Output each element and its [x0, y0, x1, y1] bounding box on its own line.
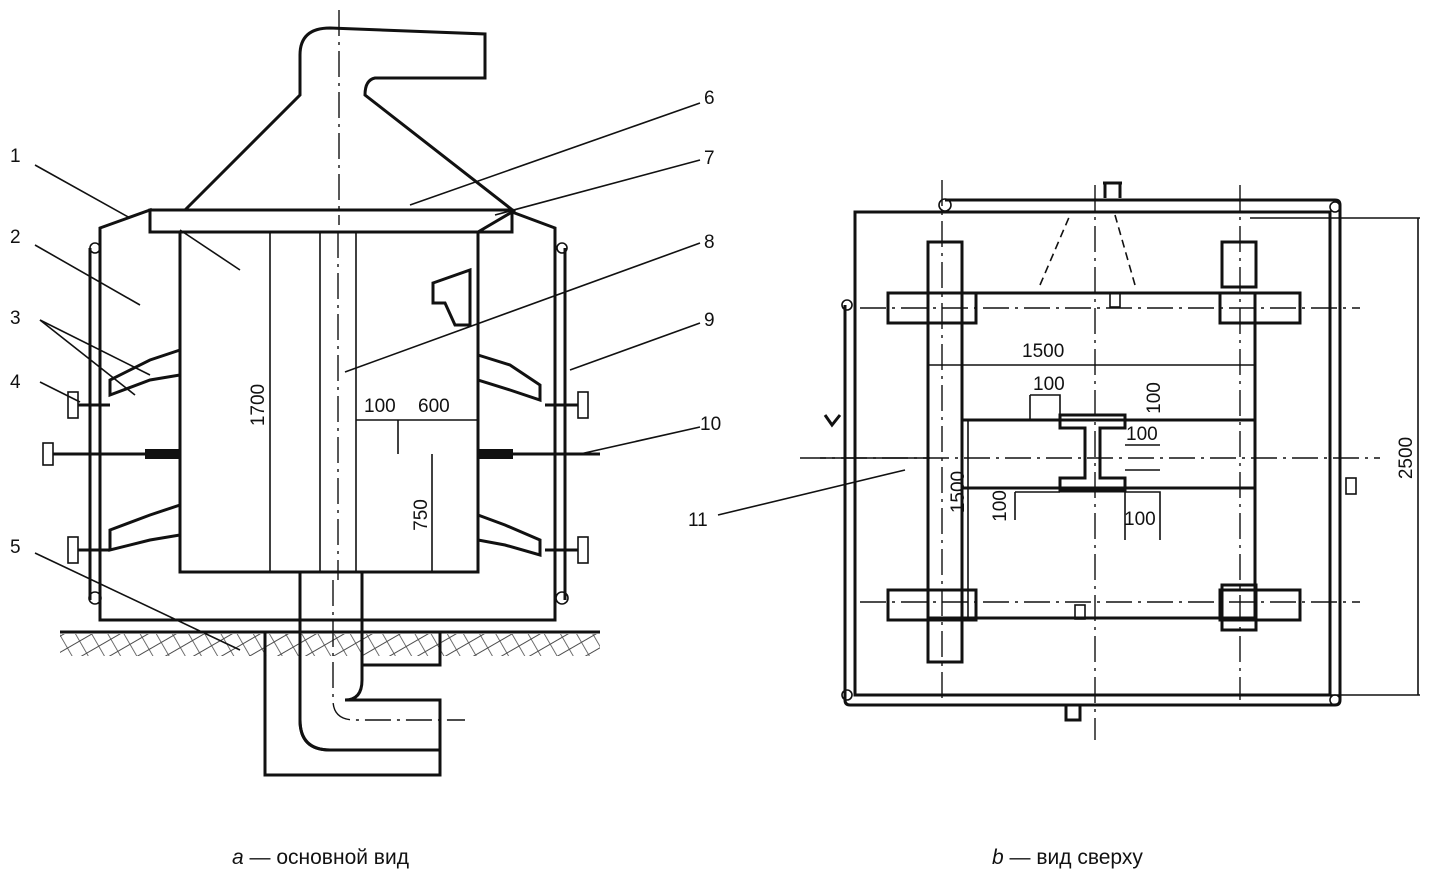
caption-a: a — основной вид — [232, 846, 409, 869]
bolts — [67, 391, 589, 564]
top-walls — [853, 210, 1332, 697]
label-7: 7 — [704, 148, 715, 169]
dim-100-e: 100 — [1124, 509, 1156, 530]
caption-b-letter: b — [992, 846, 1004, 869]
dim-750: 750 — [411, 499, 432, 531]
exhaust-hood — [183, 10, 516, 225]
sample-holder — [431, 267, 472, 327]
lid — [148, 208, 514, 234]
dim-100-b: 100 — [1144, 382, 1165, 414]
label-5: 5 — [10, 537, 21, 558]
i-beam — [1058, 413, 1127, 493]
label-9: 9 — [704, 310, 715, 331]
dim-100: 100 — [364, 396, 396, 417]
label-11: 11 — [688, 510, 708, 531]
label-2: 2 — [10, 227, 21, 248]
label-8: 8 — [704, 232, 715, 253]
caption-a-text: — основной вид — [244, 846, 409, 869]
label-4: 4 — [10, 372, 21, 393]
dim-100-a: 100 — [1033, 374, 1065, 395]
label-10: 10 — [700, 414, 721, 435]
caption-b: b — вид сверху — [992, 846, 1143, 869]
leaders-a — [34, 102, 701, 651]
top-inner-chamber — [926, 291, 1257, 620]
caption-a-letter: a — [232, 846, 244, 869]
main-view: 1700 100 600 750 1 2 3 4 5 6 — [10, 10, 721, 869]
dim-1700: 1700 — [248, 384, 269, 426]
caption-b-text: — вид сверху — [1004, 846, 1144, 869]
dim-600: 600 — [418, 396, 450, 417]
label-6: 6 — [704, 88, 715, 109]
dimensions-a: 1700 100 600 750 — [248, 232, 478, 572]
dim-1500-top: 1500 — [1022, 341, 1064, 362]
dim-2500: 2500 — [1396, 437, 1417, 479]
dim-1500-side: 1500 — [948, 471, 969, 513]
dimensions-b: 1500 1500 2500 100 100 100 100 100 — [928, 217, 1420, 696]
label-3: 3 — [10, 308, 21, 329]
dim-100-c: 100 — [1126, 424, 1158, 445]
label-1: 1 — [10, 146, 21, 167]
inner-chamber — [178, 230, 480, 574]
top-view: 1500 1500 2500 100 100 100 100 100 11 b … — [688, 180, 1420, 869]
dim-100-d: 100 — [990, 490, 1011, 522]
